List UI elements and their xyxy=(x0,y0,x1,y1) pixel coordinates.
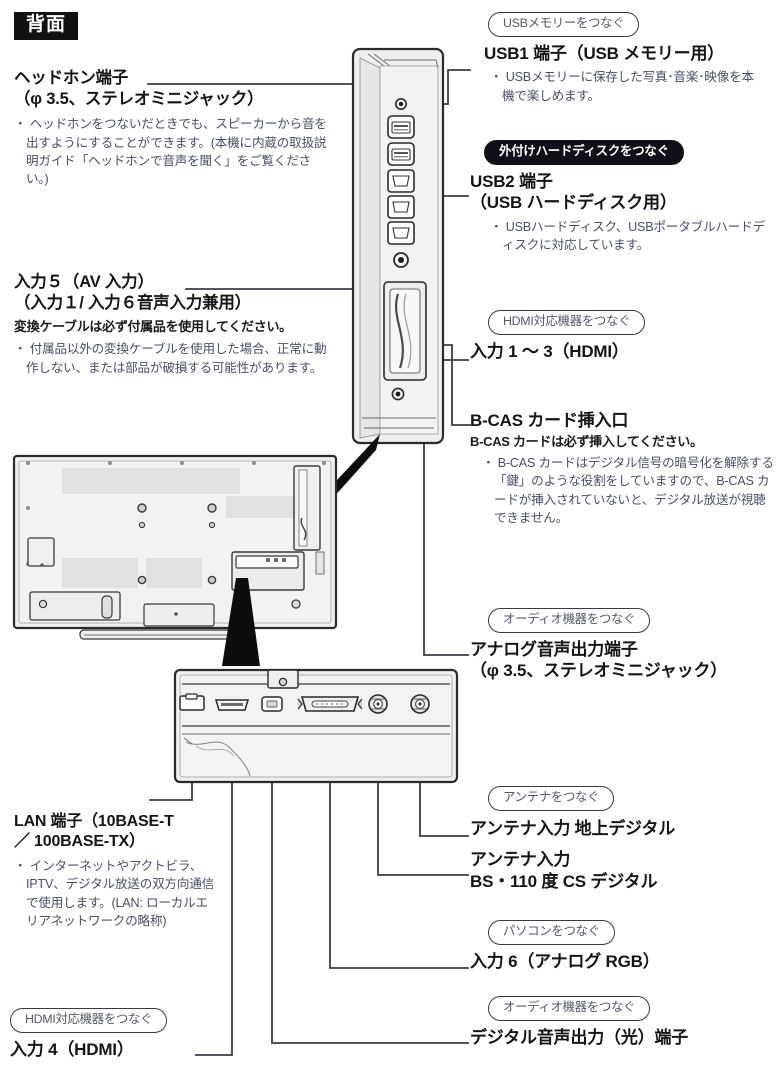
usb1-block: USBメモリーをつなぐ USB1 端子（USB メモリー用） ・ USBメモリー… xyxy=(470,12,770,105)
antenna-pill: アンテナをつなぐ xyxy=(488,786,615,811)
hdmi123-title: 入力 1 ～ 3（HDMI） xyxy=(470,341,629,361)
bcas-bullet: ・ B-CAS カードはデジタル信号の暗号化を解除する「鍵」のような役割をしてい… xyxy=(482,455,774,526)
input5-title-line1: 入力５（AV 入力） xyxy=(14,273,154,291)
input5-bullet: ・ 付属品以外の変換ケーブルを使用した場合、正常に動作しない、または部品が破損す… xyxy=(14,342,327,375)
analog-audio-block: オーディオ機器をつなぐ アナログ音声出力端子 （φ 3.5、ステレオミニジャック… xyxy=(470,608,776,682)
hdmi123-pill: HDMI対応機器をつなぐ xyxy=(488,310,646,335)
section-badge-label: 背面 xyxy=(14,12,79,40)
lan-bullet: ・ インターネットやアクトビラ、IPTV、デジタル放送の双方向通信で使用します。… xyxy=(14,858,215,929)
input4-title: 入力 4（HDMI） xyxy=(10,1039,134,1059)
antenna-bs-title-line2: BS・110 度 CS デジタル xyxy=(470,872,658,891)
lan-title-line2: ／ 100BASE-TX） xyxy=(14,833,145,851)
analog-audio-title-line2: （φ 3.5、ステレオミニジャック） xyxy=(470,661,728,681)
section-badge: 背面 xyxy=(14,12,79,40)
input5-title-line2: （入力１/ 入力６音声入力兼用） xyxy=(14,294,251,313)
antenna-block: アンテナをつなぐ アンテナ入力 地上デジタル アンテナ入力 BS・110 度 C… xyxy=(470,786,776,893)
callout-arrow-bottom-panel xyxy=(222,578,260,666)
usb2-title-line2: （USB ハードディスク用） xyxy=(470,193,677,213)
input6-block: パソコンをつなぐ 入力 6（アナログ RGB） xyxy=(470,920,776,972)
input5-bold-note: 変換ケーブルは必ず付属品を使用してください。 xyxy=(14,319,292,335)
usb1-bullet: ・ USBメモリーに保存した写真･音楽･映像を本機で楽しめます。 xyxy=(490,70,754,103)
digital-audio-title: デジタル音声出力（光）端子 xyxy=(470,1027,689,1047)
usb2-pill: 外付けハードディスクをつなぐ xyxy=(484,140,684,165)
bcas-block: B-CAS カード挿入口 B-CAS カードは必ず挿入してください。 ・ B-C… xyxy=(470,410,776,527)
antenna-terrestrial-title: アンテナ入力 地上デジタル xyxy=(470,818,676,838)
analog-audio-title-line1: アナログ音声出力端子 xyxy=(470,639,638,659)
tv-rear-illustration xyxy=(12,454,338,640)
headphone-title-line1: ヘッドホン端子 xyxy=(14,69,129,87)
leader-analog-audio xyxy=(403,421,469,656)
bcas-title: B-CAS カード挿入口 xyxy=(470,411,629,430)
headphone-title-line2: （φ 3.5、ステレオミニジャック） xyxy=(14,90,264,109)
usb1-pill: USBメモリーをつなぐ xyxy=(488,12,640,37)
usb2-bullet: ・ USBハードディスク、USBポータブルハードディスクに対応しています。 xyxy=(490,220,765,253)
side-panel-illustration xyxy=(351,47,445,445)
headphone-block: ヘッドホン端子 （φ 3.5、ステレオミニジャック） ・ ヘッドホンをつないだと… xyxy=(14,68,354,189)
digital-audio-block: オーディオ機器をつなぐ デジタル音声出力（光）端子 xyxy=(470,996,776,1048)
input4-block: HDMI対応機器をつなぐ 入力 4（HDMI） xyxy=(10,1008,250,1060)
input4-pill: HDMI対応機器をつなぐ xyxy=(10,1008,168,1033)
antenna-bs-title-line1: アンテナ入力 xyxy=(470,850,571,870)
input6-pill: パソコンをつなぐ xyxy=(488,920,615,945)
usb2-title-line1: USB2 端子 xyxy=(470,171,553,191)
usb2-block: 外付けハードディスクをつなぐ USB2 端子 （USB ハードディスク用） ・ … xyxy=(470,140,770,255)
headphone-bullet: ・ ヘッドホンをつないだときでも、スピーカーから音を出すようにすることができます… xyxy=(14,117,327,187)
input6-title: 入力 6（アナログ RGB） xyxy=(470,951,660,971)
usb1-title: USB1 端子（USB メモリー用） xyxy=(484,43,725,63)
lan-title-line1: LAN 端子（10BASE-T xyxy=(14,813,174,830)
digital-audio-pill: オーディオ機器をつなぐ xyxy=(488,996,651,1021)
lan-block: LAN 端子（10BASE-T ／ 100BASE-TX） ・ インターネットや… xyxy=(14,812,234,930)
hdmi123-block: HDMI対応機器をつなぐ 入力 1 ～ 3（HDMI） xyxy=(470,310,770,362)
bottom-terminal-illustration xyxy=(173,668,459,784)
analog-audio-pill: オーディオ機器をつなぐ xyxy=(488,608,651,633)
input5-block: 入力５（AV 入力） （入力１/ 入力６音声入力兼用） 変換ケーブルは必ず付属品… xyxy=(14,272,354,377)
bcas-bold-note: B-CAS カードは必ず挿入してください。 xyxy=(470,433,703,449)
